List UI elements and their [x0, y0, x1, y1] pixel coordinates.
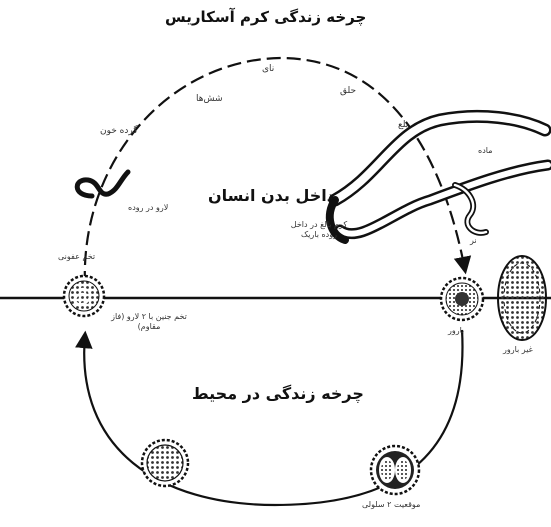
stage-blood: گرده خون: [100, 126, 138, 136]
stage-lungs: شش‌ها: [196, 94, 223, 104]
morula-egg-icon: [142, 440, 188, 486]
label-adult-worm: کرم بالغ در داخل روده باریک: [290, 220, 348, 240]
label-female: ماده: [478, 146, 492, 156]
upper-cycle-arc: [85, 58, 465, 285]
unfertilized-egg-icon: [498, 256, 546, 340]
lower-cycle-heading: چرخه زندگی در محیط: [192, 384, 364, 403]
label-embryonated-note: تخم جنین با ۲ لارو (فاز مقاوم): [108, 312, 190, 332]
label-fertilized-egg: بارور: [448, 326, 464, 336]
stage-pharynx: حلق: [340, 86, 356, 96]
stage-swallow: بلع: [398, 120, 408, 130]
stage-trachea: نای: [262, 64, 274, 74]
label-larva-in-intestine: لارو در روده: [128, 203, 168, 213]
fertilized-egg-icon: [441, 278, 483, 320]
label-male: نر: [470, 236, 477, 246]
infective-egg-icon: [64, 276, 104, 316]
label-unfertilized-egg: غیر بارور: [503, 345, 533, 355]
label-two-cell: موقعیت ۲ سلولی: [362, 500, 420, 510]
label-infective-egg: تخم عفونی: [58, 252, 95, 262]
two-cell-egg-icon: [371, 446, 419, 494]
upper-cycle-heading: داخل بدن انسان: [208, 186, 335, 205]
diagram-title: چرخه زندگی کرم آسکاریس: [165, 8, 366, 26]
